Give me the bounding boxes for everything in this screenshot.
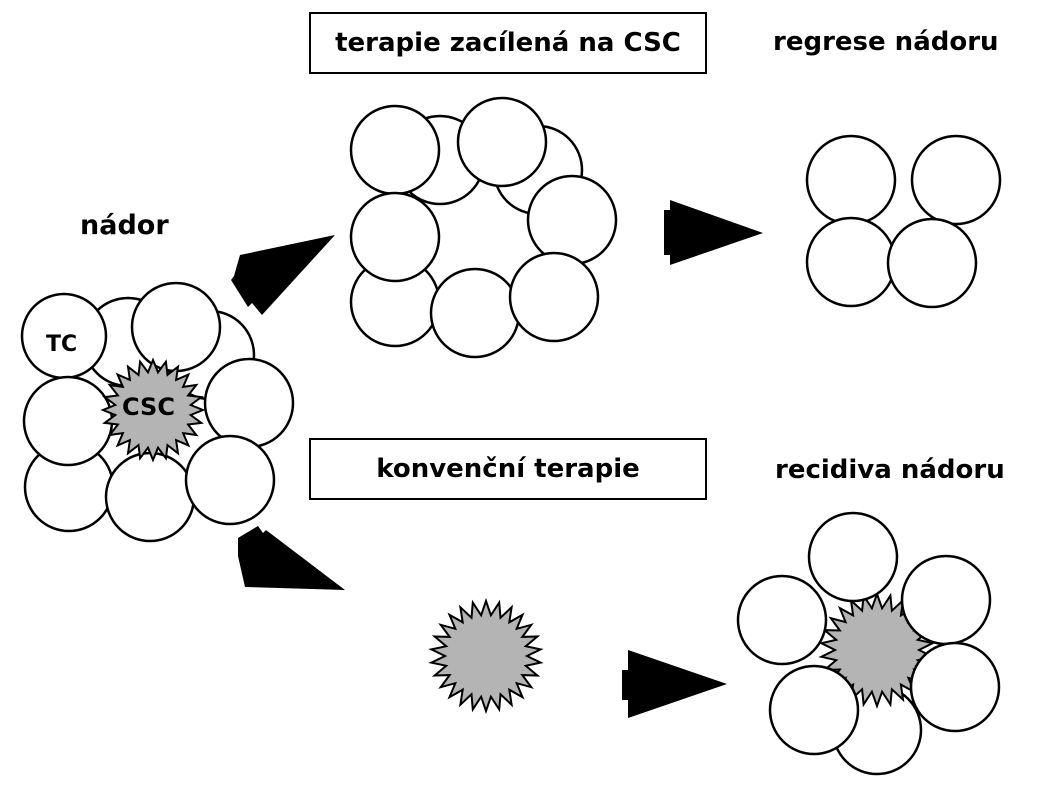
- conventional-therapy-box: konvenční terapie: [309, 438, 707, 500]
- tumor-cell: [807, 511, 899, 603]
- csc-label: CSC: [122, 393, 175, 421]
- csc-cell: [428, 597, 544, 715]
- tumor-cell: [508, 251, 600, 343]
- tc-label: TC: [46, 332, 78, 357]
- tumor-cell: [184, 434, 276, 526]
- tumor-cell: [886, 217, 978, 309]
- regression-cluster: [805, 134, 1002, 309]
- tumor-cell: [768, 664, 860, 756]
- recurrence-cluster: [736, 511, 1001, 776]
- tumor-regression-label: regrese nádoru: [773, 27, 999, 57]
- arrow-to-conventional: [238, 526, 345, 590]
- tumor-cell: [203, 357, 295, 449]
- tumor-cell: [805, 216, 897, 308]
- arrow-to-regression: [664, 200, 763, 265]
- targeted-result-cluster: [349, 96, 618, 359]
- csc-cell: [100, 357, 206, 463]
- tumor-cell: [805, 134, 897, 226]
- tumor-cell: [736, 574, 828, 666]
- surviving-csc: [428, 597, 544, 715]
- tumor-cell: [900, 554, 992, 646]
- tumor-cell: [456, 96, 548, 188]
- tumor-cell: [429, 267, 521, 359]
- conventional-therapy-label: konvenční terapie: [376, 454, 640, 484]
- tumor-cell: [909, 641, 1001, 733]
- arrow-to-recurrence: [622, 650, 727, 718]
- tumor-cell: [526, 174, 618, 266]
- tumor-cluster: [20, 281, 295, 543]
- arrows: [231, 200, 763, 718]
- tumor-cell: [910, 134, 1002, 226]
- tumor-cell: [104, 451, 196, 543]
- arrow-to-targeted: [231, 235, 335, 315]
- targeted-therapy-label: terapie zacílená na CSC: [335, 28, 681, 58]
- tumor-cell: [22, 375, 114, 467]
- tumor-cell: [349, 191, 441, 283]
- tumor-recurrence-label: recidiva nádoru: [775, 455, 1005, 485]
- targeted-therapy-box: terapie zacílená na CSC: [309, 12, 707, 74]
- tumor-label: nádor: [80, 210, 169, 241]
- tumor-cell: [130, 281, 222, 373]
- tumor-cell: [349, 104, 441, 196]
